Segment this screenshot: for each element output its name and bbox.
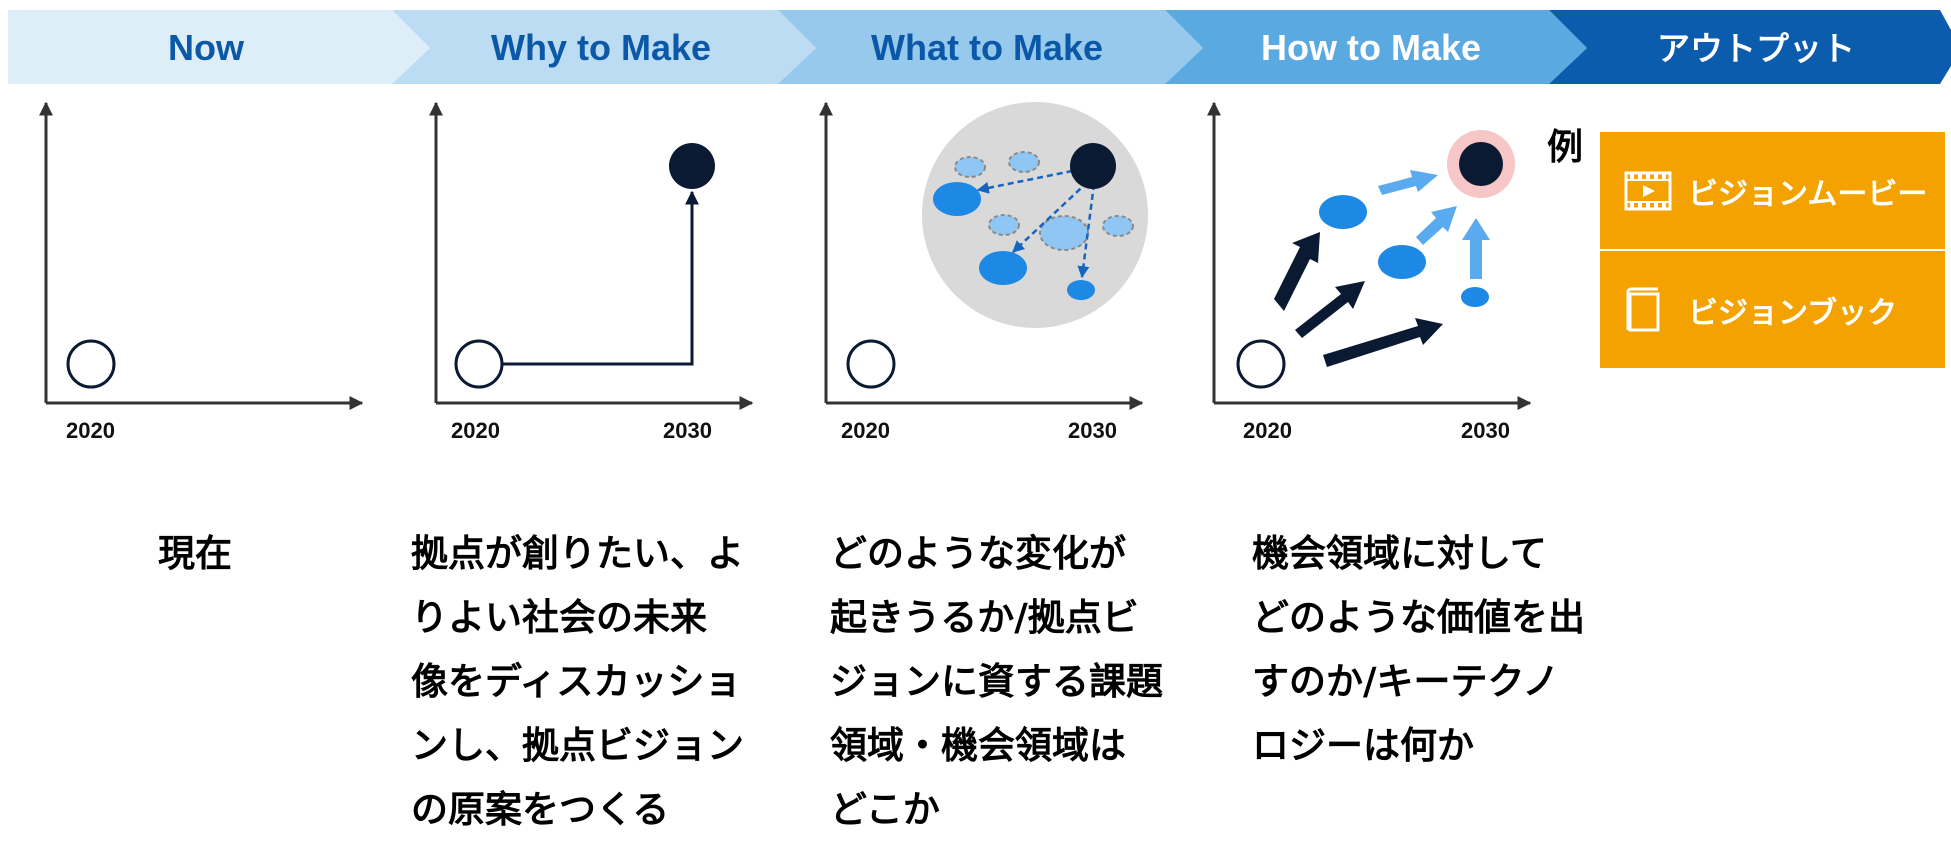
thick-arrow-light: [1462, 218, 1490, 279]
output-label: ビジョンムービー: [1688, 176, 1928, 212]
current-state-circle: [846, 339, 896, 389]
opportunity-area: [1378, 245, 1426, 279]
description-why: 拠点が創りたい、よ りよい社会の未来 像をディスカッショ ンし、拠点ビジョン の…: [411, 532, 744, 831]
panel-now: 2020: [39, 101, 364, 443]
opportunity-dashed: [1039, 215, 1089, 251]
thick-arrow-navy: [1274, 232, 1320, 311]
film-icon: [1624, 167, 1672, 215]
stage-label-how: How to Make: [1261, 27, 1481, 68]
opportunity-dashed: [954, 156, 986, 178]
stage-output: [1549, 10, 1951, 84]
description-how: 機会領域に対して どのような価値を出 すのか/キーテクノ ロジーは何か: [1252, 532, 1585, 767]
opportunity-area: [979, 251, 1027, 285]
stage-label-why: Why to Make: [491, 27, 711, 68]
panel-how: 2020 2030: [1207, 101, 1532, 443]
tick-2020: 2020: [66, 418, 115, 443]
thick-arrow-light: [1378, 170, 1438, 195]
output-vision-movie: ビジョンムービー: [1600, 132, 1945, 249]
panel-what: 2020 2030: [819, 101, 1148, 443]
thick-arrow-navy: [1295, 281, 1365, 338]
opportunity-area: [933, 182, 981, 216]
description-what: どのような変化が 起きうるか/拠点ビ ジョンに資する課題 領域・機会領域は どこ…: [830, 532, 1163, 831]
example-label: 例: [1547, 127, 1584, 168]
stage-why: [392, 10, 816, 84]
dashed-arrow: [1077, 183, 1096, 279]
output-label: ビジョンブック: [1688, 295, 1898, 331]
path-to-vision: [502, 190, 699, 366]
process-bar: Now Why to Make What to Make How to Make…: [8, 10, 1951, 84]
current-state-circle: [1236, 339, 1286, 389]
vision-circle: [1070, 143, 1116, 189]
stage-what: [778, 10, 1203, 84]
stage-now: [8, 10, 430, 84]
opportunity-dashed: [988, 214, 1020, 236]
description-now: 現在: [158, 532, 232, 575]
current-state-circle: [454, 339, 504, 389]
book-icon: [1624, 286, 1672, 334]
opportunity-area: [1461, 287, 1489, 307]
thick-arrow-navy: [1323, 318, 1443, 367]
opportunity-dashed: [1008, 151, 1040, 173]
panel-why: 2020 2030: [429, 101, 754, 443]
tick-2020: 2020: [1243, 418, 1292, 443]
opportunity-dashed: [1102, 215, 1134, 237]
stage-diagram: Now Why to Make What to Make How to Make…: [8, 10, 1951, 443]
stage-label-what: What to Make: [871, 27, 1103, 68]
vision-circle: [1459, 142, 1503, 186]
tick-2030: 2030: [1461, 418, 1510, 443]
current-state-circle: [66, 339, 116, 389]
tick-2020: 2020: [841, 418, 890, 443]
stage-label-output: アウトプット: [1657, 29, 1855, 68]
stage-label-now: Now: [168, 27, 245, 68]
vision-circle: [669, 143, 715, 189]
opportunity-area: [1319, 195, 1367, 229]
tick-2020: 2020: [451, 418, 500, 443]
stage-how: [1165, 10, 1587, 84]
dashed-arrow: [1012, 174, 1096, 253]
thick-arrow-light: [1416, 206, 1457, 245]
tick-2030: 2030: [1068, 418, 1117, 443]
opportunity-area: [1067, 280, 1095, 300]
tick-2030: 2030: [663, 418, 712, 443]
output-vision-book: ビジョンブック: [1600, 251, 1945, 368]
